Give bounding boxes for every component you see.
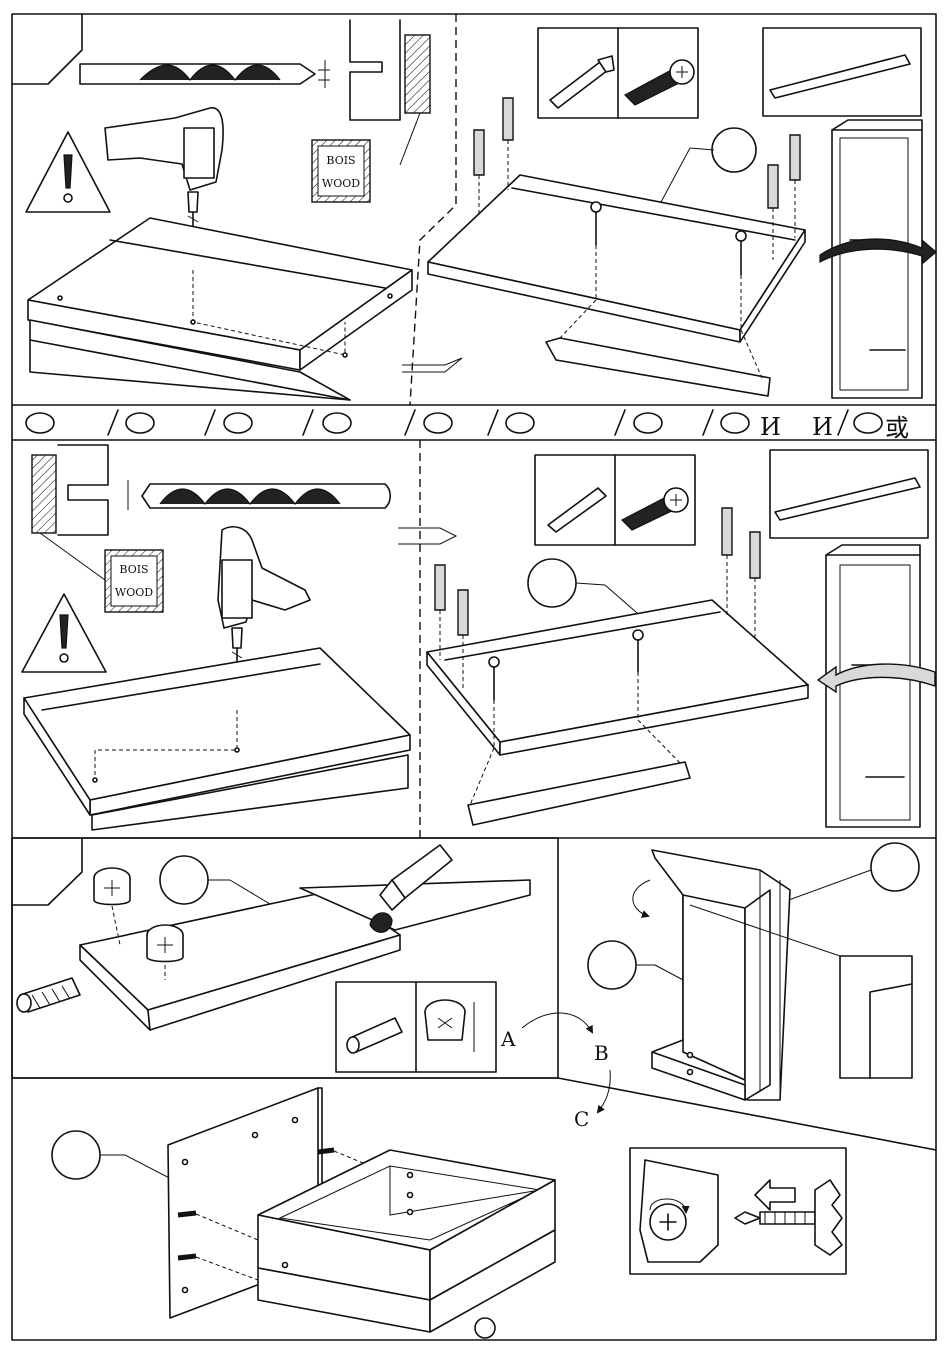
step-label-c: C [574, 1107, 589, 1131]
step-label-a: A [500, 1027, 516, 1051]
dowel-pin-icon-2 [548, 488, 606, 532]
corner-tab [12, 14, 82, 84]
part-callout-2 [528, 559, 576, 607]
panel-6-side-assembly [558, 843, 936, 1150]
part-callout-3 [160, 856, 208, 904]
step-label-b: B [594, 1041, 609, 1065]
screw-icon-2 [622, 488, 688, 530]
label-wood-2: WOOD [115, 586, 153, 599]
handle-bar-1 [770, 55, 910, 98]
panel-4-fittings-bottom [427, 450, 935, 827]
rotate-arrow-icon-3 [633, 880, 650, 916]
handle-bar-2 [775, 478, 920, 520]
wood-section-2 [32, 445, 108, 580]
panel-5-cam-lock [12, 838, 558, 1078]
arrow-a-to-b [522, 1013, 592, 1032]
panel-8-screwdriver-detail [630, 1148, 846, 1274]
panel-board-2 [24, 648, 410, 830]
wooden-dowel-small-icon [347, 1018, 402, 1053]
panel-7-drawer-assembly [52, 1088, 555, 1338]
part-callout-4 [871, 843, 919, 891]
strip-glyph-2: И [812, 413, 833, 441]
panel-1-drilling-top: BOIS WOOD [12, 14, 462, 400]
drill-bit-2 [128, 480, 390, 510]
cabinet-front-1 [832, 120, 922, 398]
dowel-pin-icon [550, 56, 614, 108]
part-reference-strip: И И 或 [12, 405, 936, 442]
strip-tail: 或 [885, 414, 909, 442]
panel-2-fittings-top [428, 28, 936, 398]
part-callout-5 [588, 941, 636, 989]
push-arrow-icon [755, 1180, 795, 1210]
rail-1 [546, 338, 770, 396]
panel-board-1 [28, 218, 412, 400]
page-number-circle [475, 1318, 495, 1338]
flow-arrow-2 [398, 528, 456, 544]
part-callout-6 [52, 1131, 100, 1179]
part-callout-1 [712, 128, 756, 172]
flow-arrow-1 [402, 358, 462, 372]
screw-icon [625, 60, 694, 105]
warning-triangle-icon-2 [22, 594, 106, 672]
arrow-b-to-c [598, 1070, 610, 1112]
warning-triangle-icon [26, 132, 110, 212]
drill-bit [80, 60, 330, 88]
corner-tab-2 [12, 838, 82, 905]
detail-inset [840, 956, 912, 1078]
rail-2 [468, 762, 690, 825]
panel-3-drilling-bottom: BOIS WOOD [22, 445, 456, 830]
cam-lock-small-icon [425, 1000, 474, 1052]
wooden-dowel-icon [17, 978, 80, 1012]
label-bois: BOIS [326, 154, 355, 167]
cabinet-front-2 [826, 545, 920, 827]
label-wood: WOOD [322, 177, 360, 190]
label-bois-2: BOIS [119, 563, 148, 576]
strip-glyph: И [760, 413, 781, 441]
